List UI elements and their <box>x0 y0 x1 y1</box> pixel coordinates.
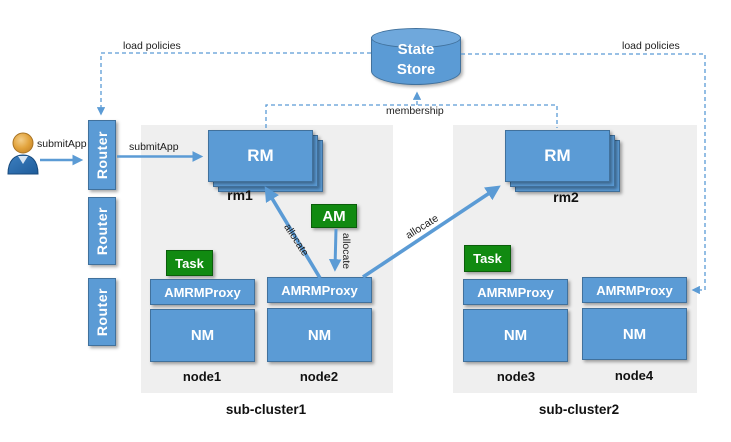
node3-nm-box: NM <box>463 309 568 362</box>
node3-task-label: Task <box>473 251 502 266</box>
router-box-1: Router <box>88 120 116 190</box>
rm1-name: rm1 <box>227 187 253 203</box>
node1-nm-label: NM <box>190 327 215 344</box>
node2-amrmproxy-box: AMRMProxy <box>267 277 372 303</box>
load-policies-label-left: load policies <box>123 40 181 52</box>
state-store-cylinder-top <box>371 28 461 48</box>
node1-task-box: Task <box>166 250 213 276</box>
node3-amrmproxy-box: AMRMProxy <box>463 279 568 305</box>
state-store-label: State Store <box>371 37 461 83</box>
allocate-label-mid: allocate <box>340 232 353 270</box>
node2-amrmproxy-label: AMRMProxy <box>281 282 358 298</box>
router-box-3: Router <box>88 278 116 346</box>
router-2-label: Router <box>94 206 110 256</box>
rm2-text: RM <box>544 146 571 165</box>
submitapp-label-user: submitApp <box>37 138 87 150</box>
node3-task-box: Task <box>464 245 511 272</box>
node3-amrmproxy-label: AMRMProxy <box>477 284 554 300</box>
allocate-label-right: allocate <box>403 212 441 242</box>
am-box: AM <box>311 204 357 228</box>
dashed-load-policies-left <box>96 52 371 116</box>
router-1-label: Router <box>94 130 110 180</box>
node3-nm-label: NM <box>503 327 528 344</box>
sub-cluster2-label: sub-cluster2 <box>538 402 620 417</box>
node1-name: node1 <box>182 369 222 384</box>
submitapp-label-router: submitApp <box>129 141 179 153</box>
node2-nm-label: NM <box>307 326 332 344</box>
node4-nm-box: NM <box>582 308 687 360</box>
router-box-2: Router <box>88 197 116 265</box>
node3-name: node3 <box>496 369 536 384</box>
node4-name: node4 <box>614 368 654 383</box>
node4-nm-label: NM <box>622 325 647 343</box>
node1-amrmproxy-box: AMRMProxy <box>150 279 255 305</box>
node4-amrmproxy-label: AMRMProxy <box>596 282 673 298</box>
rm1-text: RM <box>247 146 274 165</box>
node2-nm-box: NM <box>267 308 372 362</box>
rm1-box: RM <box>208 130 313 182</box>
node2-name: node2 <box>299 369 339 384</box>
load-policies-label-right: load policies <box>622 40 680 52</box>
am-label: AM <box>322 207 346 225</box>
node1-amrmproxy-label: AMRMProxy <box>164 284 241 300</box>
router-3-label: Router <box>94 287 110 337</box>
user-person-icon <box>7 132 39 175</box>
node4-amrmproxy-box: AMRMProxy <box>582 277 687 303</box>
state-store-line1: State <box>397 41 435 58</box>
node1-nm-box: NM <box>150 309 255 362</box>
state-store-line2: Store <box>396 61 436 78</box>
rm2-name: rm2 <box>553 189 579 205</box>
membership-label: membership <box>386 105 444 117</box>
sub-cluster1-label: sub-cluster1 <box>225 402 307 417</box>
rm2-box: RM <box>505 130 610 182</box>
node1-task-label: Task <box>175 255 204 271</box>
